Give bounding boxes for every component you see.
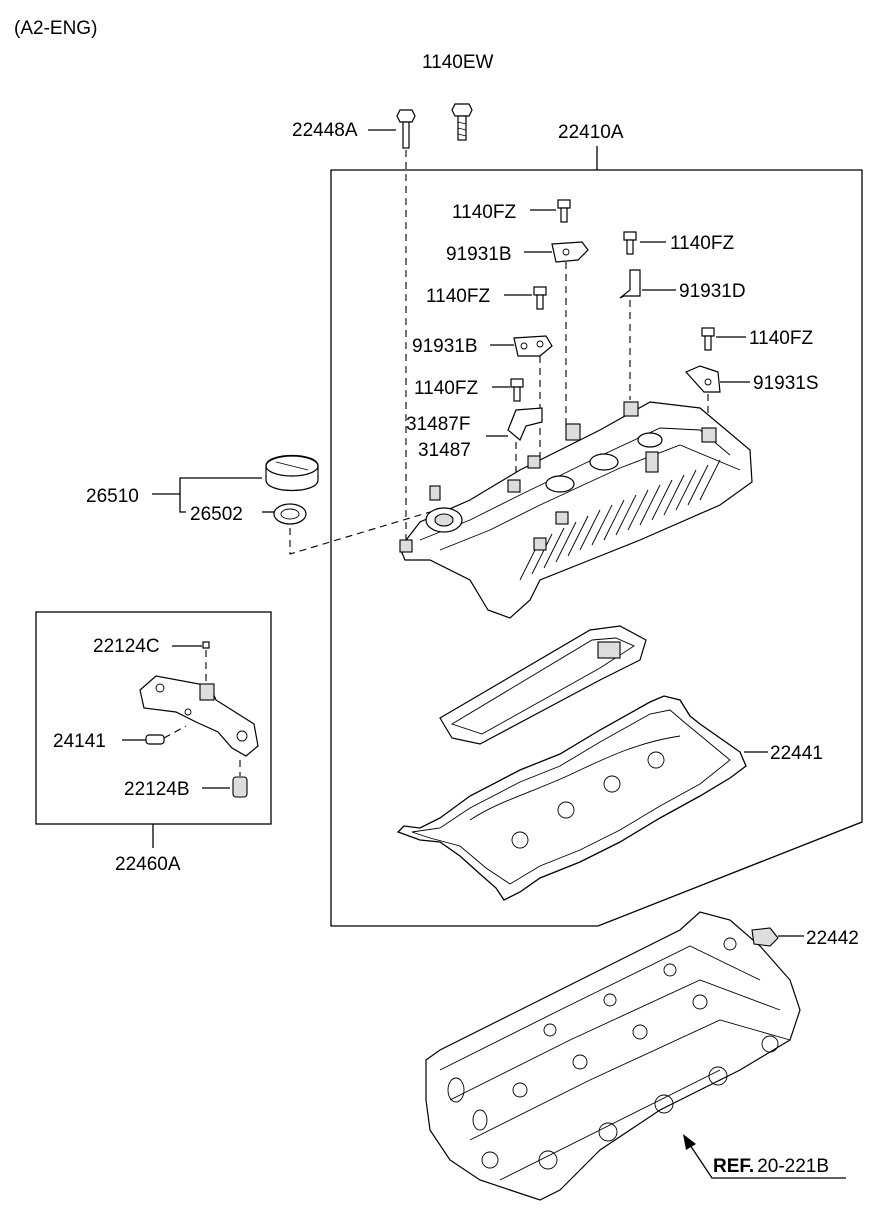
label-22441[interactable]: 22441	[770, 743, 823, 764]
bolt-1140FZ-4	[701, 327, 715, 351]
bracket-91931B-2	[513, 335, 553, 357]
label-1140EW[interactable]: 1140EW	[422, 52, 494, 73]
bolt-22448A	[396, 109, 416, 149]
bolt-1140EW	[451, 103, 473, 141]
label-22124C[interactable]: 22124C	[93, 636, 160, 657]
bracket-91931B-1	[551, 241, 589, 263]
label-22410A[interactable]: 22410A	[558, 122, 624, 143]
label-31487[interactable]: 31487	[418, 440, 471, 461]
label-22448A[interactable]: 22448A	[292, 120, 358, 141]
ref-prefix: REF.	[713, 1156, 754, 1177]
cover-assembly-frame	[330, 169, 863, 927]
part-22124C	[202, 641, 210, 649]
dash-24141	[163, 725, 187, 739]
bolt-1140FZ-5	[510, 378, 524, 402]
pin-24141	[145, 734, 165, 745]
leader-26510-a	[152, 477, 262, 495]
label-26502[interactable]: 26502	[190, 504, 243, 525]
label-91931S[interactable]: 91931S	[753, 373, 819, 394]
label-31487F[interactable]: 31487F	[406, 414, 470, 435]
bolt-1140FZ-2	[623, 231, 637, 255]
label-1140FZ-5[interactable]: 1140FZ	[414, 378, 478, 399]
label-1140FZ-1[interactable]: 1140FZ	[452, 202, 516, 223]
label-22124B[interactable]: 22124B	[124, 779, 190, 800]
label-24141[interactable]: 24141	[53, 731, 106, 752]
oil-control-bracket	[139, 675, 259, 757]
bracket-91931S	[684, 365, 721, 393]
bolt-1140FZ-3	[533, 286, 547, 310]
oil-filler-cap	[265, 455, 319, 491]
cap-gasket	[273, 503, 307, 525]
ref-code: 20-221B	[757, 1156, 829, 1177]
part-22442	[751, 927, 779, 947]
leader-26510-b	[179, 494, 186, 513]
dash-cap	[289, 511, 431, 555]
cylinder-head	[425, 911, 801, 1201]
valve-cover	[399, 401, 753, 619]
plug-22124B	[232, 776, 248, 798]
label-1140FZ-4[interactable]: 1140FZ	[749, 328, 813, 349]
bracket-31487F	[507, 407, 543, 441]
label-22460A[interactable]: 22460A	[115, 854, 181, 875]
bolt-1140FZ-1	[557, 199, 571, 223]
ref-link[interactable]: REF.20-221B	[713, 1156, 829, 1177]
label-22442[interactable]: 22442	[806, 928, 859, 949]
engine-variant-label: (A2-ENG)	[14, 18, 97, 39]
label-26510[interactable]: 26510	[86, 486, 139, 507]
cover-gasket	[396, 695, 747, 901]
label-1140FZ-3[interactable]: 1140FZ	[426, 286, 490, 307]
label-91931D[interactable]: 91931D	[679, 281, 746, 302]
label-91931B-1[interactable]: 91931B	[446, 244, 512, 265]
label-91931B-2[interactable]: 91931B	[412, 336, 478, 357]
spark-plug-gasket	[439, 625, 647, 745]
ref-arrow-icon	[683, 1134, 696, 1150]
label-1140FZ-2[interactable]: 1140FZ	[670, 233, 734, 254]
bracket-91931D	[619, 269, 641, 299]
ref-leader	[687, 1141, 846, 1179]
